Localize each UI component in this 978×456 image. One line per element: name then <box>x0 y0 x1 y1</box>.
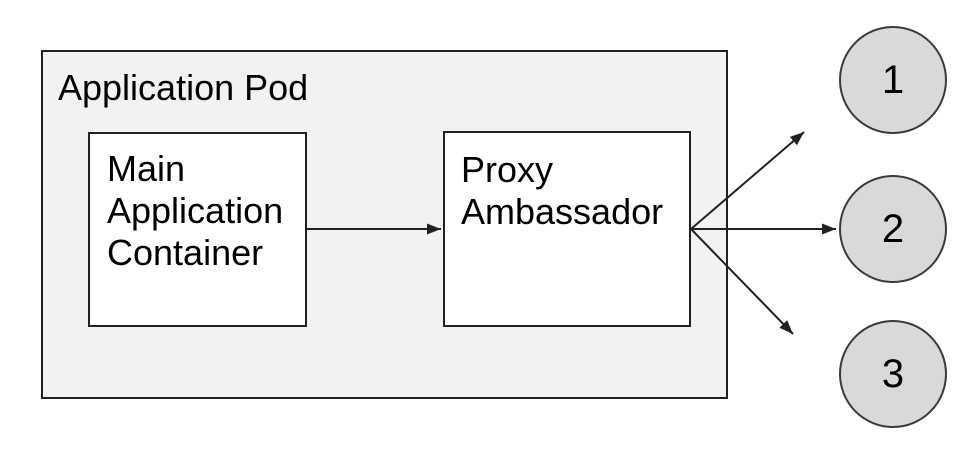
node-main-application-container: Main Application Container <box>88 132 307 327</box>
node-main-label-line-1: Main <box>107 148 186 189</box>
pod-title: Application Pod <box>58 67 309 108</box>
endpoint-1-label: 1 <box>881 57 905 102</box>
endpoint-2-label: 2 <box>881 206 905 251</box>
edge-proxy-to-endpoint-1 <box>690 131 805 230</box>
application-pod-container: Application Pod Main Application Contain… <box>41 50 728 399</box>
endpoint-circle-1: 1 <box>839 26 947 134</box>
edge-proxy-to-endpoint-3 <box>690 228 794 335</box>
node-proxy-label-line-1: Proxy <box>461 149 554 190</box>
node-proxy-label-line-2: Ambassador <box>461 191 664 232</box>
endpoint-3-label: 3 <box>881 351 905 396</box>
endpoint-circle-3: 3 <box>839 320 947 428</box>
endpoint-circle-2: 2 <box>839 175 947 283</box>
node-proxy-ambassador: Proxy Ambassador <box>443 131 691 327</box>
node-main-label-line-3: Container <box>107 232 264 273</box>
node-main-label-line-2: Application <box>107 190 284 231</box>
